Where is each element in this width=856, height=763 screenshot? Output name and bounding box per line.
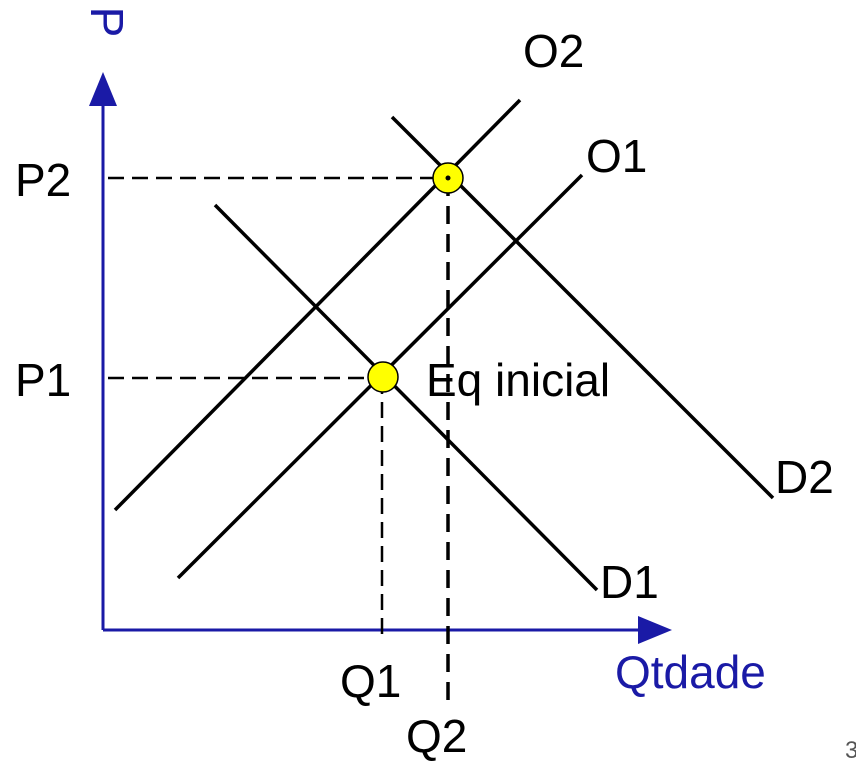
- y-axis-label: P: [81, 7, 133, 38]
- y-axis-arrow: [89, 72, 117, 106]
- x-axis-arrow: [638, 616, 672, 644]
- quantity-label-q2: Q2: [406, 710, 467, 762]
- price-label-p2: P2: [15, 154, 71, 206]
- quantity-label-q1: Q1: [340, 655, 401, 707]
- demand-curve-d1: [213, 203, 599, 592]
- initial-equilibrium-label: Eq inicial: [426, 354, 610, 406]
- curve-label-o2: O2: [523, 25, 584, 77]
- supply-curve-o2: [113, 98, 522, 512]
- new-equilibrium-center-dot: [445, 175, 451, 181]
- curve-label-d2: D2: [775, 451, 834, 503]
- x-axis-label: Qtdade: [615, 646, 766, 698]
- curve-label-d1: D1: [600, 556, 659, 608]
- price-label-p1: P1: [15, 354, 71, 406]
- initial-equilibrium-marker: [367, 361, 399, 393]
- curve-label-o1: O1: [586, 130, 647, 182]
- page-number: 3: [845, 737, 856, 763]
